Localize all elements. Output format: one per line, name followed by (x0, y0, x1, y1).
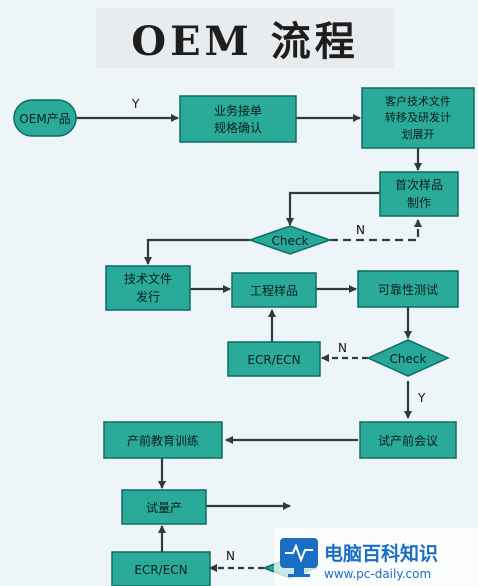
node-check2-label: Check (390, 352, 427, 366)
node-eng-sample: 工程样品 (231, 272, 317, 308)
node-first-sample: 首次样品 制作 (379, 171, 459, 217)
node-ecr-ecn-1-label: ECR/ECN (247, 353, 300, 367)
node-first-sample-line2: 制作 (407, 196, 431, 210)
node-oem-product-label: OEM产品 (19, 112, 70, 126)
edge-check1-to-tech-docs (144, 238, 250, 265)
node-tech-docs: 技术文件 发行 (105, 265, 191, 311)
node-business-spec-line1: 业务接单 (214, 103, 262, 118)
edge-label-n3: N (226, 549, 235, 563)
page-title: OEM 流程 (96, 8, 394, 68)
node-tech-docs-line1: 技术文件 (124, 271, 172, 286)
connectors (76, 114, 422, 572)
edge-labels: Y N N Y N (131, 97, 426, 563)
node-customer-docs-line1: 客户技术文件 (385, 94, 451, 108)
node-check2: Check (366, 339, 450, 377)
node-customer-docs: 客户技术文件 转移及研发计 划展开 (361, 87, 475, 149)
node-pre-production-training: 产前教育训练 (103, 421, 223, 459)
node-pre-production-meeting-label: 试产前会议 (378, 433, 438, 448)
edge-first-sample-to-check1 (286, 191, 380, 226)
watermark-url: www.pc-daily.com (324, 567, 431, 581)
watermark-brand: 电脑百科知识 (324, 542, 438, 565)
node-trial-production-label: 试量产 (146, 500, 182, 515)
edge-check1-n-loop (330, 219, 422, 242)
node-trial-production: 试量产 (121, 489, 207, 525)
watermark-logo: 电脑百科知识 www.pc-daily.com (274, 528, 478, 586)
node-pre-production-meeting: 试产前会议 (359, 421, 457, 459)
node-ecr-ecn-1: ECR/ECN (227, 341, 321, 377)
node-customer-docs-line2: 转移及研发计 (385, 110, 451, 124)
node-reliability-test: 可靠性测试 (357, 270, 459, 308)
node-oem-product: OEM产品 (13, 99, 77, 137)
node-business-spec-line2: 规格确认 (214, 120, 262, 135)
node-reliability-test-label: 可靠性测试 (378, 282, 438, 297)
node-eng-sample-label: 工程样品 (250, 283, 298, 298)
edge-label-n2: N (338, 341, 347, 355)
edge-label-n1: N (356, 223, 365, 237)
node-customer-docs-line3: 划展开 (402, 128, 435, 141)
node-first-sample-line1: 首次样品 (395, 177, 443, 192)
node-business-spec: 业务接单 规格确认 (179, 95, 297, 143)
edge-label-y1: Y (131, 97, 140, 111)
node-ecr-ecn-2: ECR/ECN (111, 551, 211, 586)
edge-label-y2: Y (417, 391, 426, 405)
node-tech-docs-line2: 发行 (136, 289, 160, 304)
node-check1-label: Check (272, 234, 309, 248)
node-pre-production-training-label: 产前教育训练 (127, 433, 199, 448)
node-check1: Check (247, 225, 333, 255)
node-ecr-ecn-2-label: ECR/ECN (134, 563, 187, 577)
